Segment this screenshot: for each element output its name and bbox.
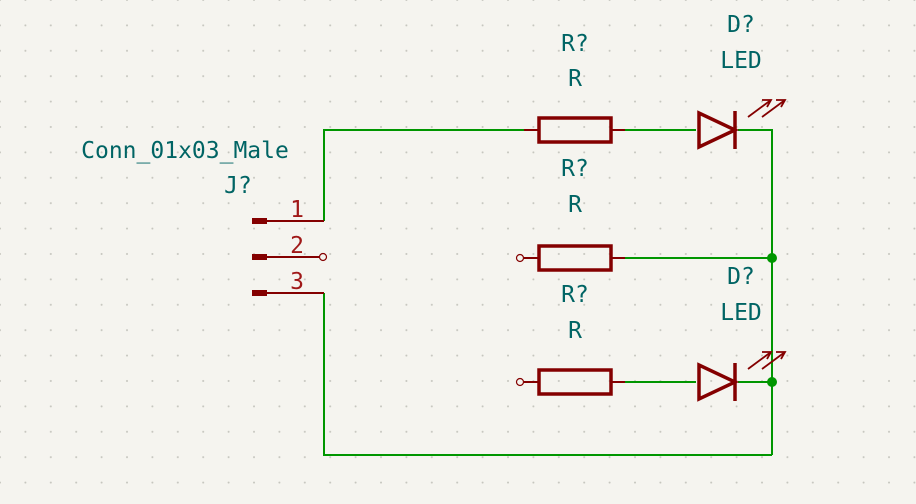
wire-pin1-to-r1[interactable]	[323, 129, 531, 221]
led-1-value: LED	[720, 48, 762, 74]
connector-name: Conn_01x03_Male	[81, 138, 289, 164]
connector-pin3-number: 3	[290, 269, 304, 295]
connector-ref: J?	[224, 173, 252, 199]
connector-pin1-number: 1	[290, 197, 304, 223]
resistor-3-ref: R?	[561, 282, 589, 308]
connector-pin2-number: 2	[290, 233, 304, 259]
connector-pin2-unconnected-marker	[318, 252, 328, 262]
led-2-anode-triangle	[697, 362, 740, 402]
led-2-ref: D?	[727, 264, 755, 290]
resistor-3-unconnected-marker	[515, 377, 525, 387]
resistor-2-ref: R?	[561, 156, 589, 182]
led-1-emission-arrows-icon	[747, 99, 787, 118]
resistor-3-symbol[interactable]: R? R	[515, 282, 626, 396]
resistor-3-value: R	[568, 318, 582, 344]
junction-dot-middle[interactable]	[767, 253, 777, 263]
resistor-2-unconnected-marker	[515, 253, 525, 263]
led-1-symbol[interactable]: D? LED	[697, 12, 787, 150]
resistor-1-value: R	[568, 66, 582, 92]
wires	[323, 129, 773, 456]
resistor-1-ref: R?	[561, 31, 589, 57]
connector-pin3-body	[252, 290, 267, 296]
wire-pin3-to-bottom-rail[interactable]	[323, 293, 772, 456]
resistor-1-symbol[interactable]: R? R	[524, 31, 625, 144]
wire-d1-to-right-rail[interactable]	[738, 129, 773, 455]
resistor-2-value: R	[568, 192, 582, 218]
junction-dot-bottom[interactable]	[767, 377, 777, 387]
led-2-symbol[interactable]: D? LED	[697, 264, 787, 402]
connector-pin2-body	[252, 254, 267, 260]
connector-symbol[interactable]: Conn_01x03_Male J? 1 2 3	[81, 138, 328, 296]
led-2-emission-arrows-icon	[747, 351, 787, 370]
resistor-2-symbol[interactable]: R? R	[515, 156, 626, 272]
connector-pin1-body	[252, 218, 267, 224]
led-2-value: LED	[720, 300, 762, 326]
led-1-anode-triangle	[697, 110, 740, 150]
led-1-ref: D?	[727, 12, 755, 38]
